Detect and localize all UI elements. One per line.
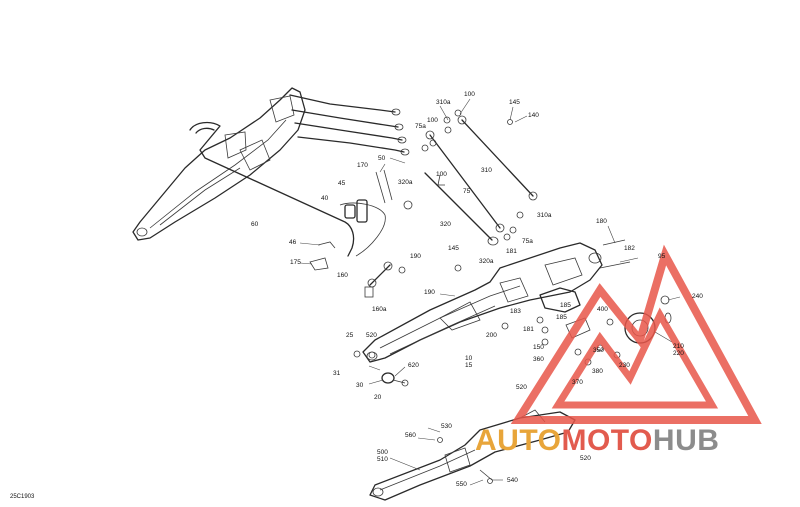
callout-510: 510 <box>377 456 388 463</box>
watermark-word-moto: MOTO <box>561 424 653 457</box>
callout-181-a: 181 <box>506 248 517 255</box>
callout-10: 10 <box>465 355 473 362</box>
callout-220: 220 <box>673 350 684 357</box>
callout-100-c: 100 <box>436 171 447 178</box>
callout-160: 160 <box>337 272 348 279</box>
callout-530: 530 <box>441 423 452 430</box>
callout-95: 95 <box>658 253 666 260</box>
callout-210: 210 <box>673 343 684 350</box>
callout-310a-top: 310a <box>436 99 451 106</box>
watermark-logo <box>510 244 762 424</box>
callout-180: 180 <box>596 218 607 225</box>
trailing-arm <box>362 239 631 363</box>
callout-25: 25 <box>346 332 354 339</box>
callout-31: 31 <box>333 370 341 377</box>
callout-175: 175 <box>290 259 301 266</box>
callout-320a-bottom: 320a <box>479 258 494 265</box>
callout-500: 500 <box>377 449 388 456</box>
callout-leaders <box>299 98 681 486</box>
watermark-word-auto: AUTO <box>475 424 562 457</box>
callout-100-a: 100 <box>464 91 475 98</box>
callout-75a-top: 75a <box>415 123 426 130</box>
callout-145-a: 145 <box>509 99 520 106</box>
shock-mount-hardware <box>353 350 409 387</box>
callout-190-b: 190 <box>424 289 435 296</box>
sway-bar-link <box>309 241 462 298</box>
callout-183: 183 <box>510 308 521 315</box>
callout-170: 170 <box>357 162 368 169</box>
diagram-reference-code: 25C1903 <box>10 494 35 500</box>
callout-240: 240 <box>692 293 703 300</box>
callout-520-c: 520 <box>580 455 591 462</box>
callout-145-b: 145 <box>448 245 459 252</box>
callout-320a-top: 320a <box>398 179 413 186</box>
callout-550: 550 <box>456 481 467 488</box>
callout-185-b: 185 <box>556 314 567 321</box>
callout-200: 200 <box>486 332 497 339</box>
suspension-links <box>375 109 538 246</box>
callout-40: 40 <box>321 195 329 202</box>
callout-182: 182 <box>624 245 635 252</box>
callout-520-b: 520 <box>516 384 527 391</box>
stabilizer-bar <box>189 121 413 257</box>
callout-190-a: 190 <box>410 253 421 260</box>
callout-380: 380 <box>592 368 603 375</box>
callout-560: 560 <box>405 432 416 439</box>
callout-185-a: 185 <box>560 302 571 309</box>
callout-150: 150 <box>533 344 544 351</box>
callout-230: 230 <box>619 362 630 369</box>
callout-20: 20 <box>374 394 382 401</box>
callout-520-a: 520 <box>366 332 377 339</box>
callout-181-b: 181 <box>523 326 534 333</box>
callout-140: 140 <box>528 112 539 119</box>
callout-100-b: 100 <box>427 117 438 124</box>
watermark-text: AUTOMOTOHUB <box>475 424 719 458</box>
callout-370: 370 <box>572 379 583 386</box>
callout-50: 50 <box>378 155 386 162</box>
callout-30: 30 <box>356 382 364 389</box>
callout-320: 320 <box>440 221 451 228</box>
callout-540: 540 <box>507 477 518 484</box>
callout-160a: 160a <box>372 306 387 313</box>
callout-60: 60 <box>251 221 259 228</box>
callout-350: 350 <box>593 347 604 354</box>
callout-75a-bottom: 75a <box>522 238 533 245</box>
watermark-word-hub: HUB <box>652 424 720 457</box>
callout-310a-bottom: 310a <box>537 212 552 219</box>
callout-15: 15 <box>465 362 473 369</box>
callout-310: 310 <box>481 167 492 174</box>
callout-400: 400 <box>597 306 608 313</box>
callout-75: 75 <box>463 188 471 195</box>
callout-46: 46 <box>289 239 297 246</box>
callout-360: 360 <box>533 356 544 363</box>
callout-45: 45 <box>338 180 346 187</box>
callout-620: 620 <box>408 362 419 369</box>
rear-subframe <box>132 87 410 241</box>
